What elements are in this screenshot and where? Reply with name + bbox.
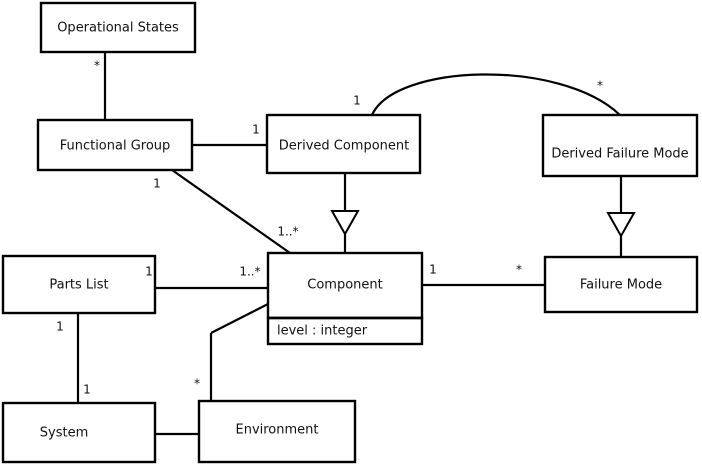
class-derived-component[interactable]: Derived Component (265, 113, 422, 175)
class-name-component: Component (307, 278, 382, 293)
multiplicity-parts-list-system-source: 1 (56, 320, 64, 334)
class-operational-states[interactable]: Operational States (39, 1, 197, 54)
class-name-derived-component: Derived Component (279, 139, 410, 154)
association-environment-component[interactable] (209, 302, 271, 401)
class-parts-list[interactable]: Parts List (1, 254, 157, 315)
generalization-derived-failure-mode-failure-mode[interactable] (606, 176, 636, 257)
class-name-operational-states: Operational States (57, 21, 179, 36)
multiplicity-operational-states-end: * (94, 59, 100, 73)
multiplicity-parts-list-system-target: 1 (83, 383, 91, 397)
class-name-derived-failure-mode: Derived Failure Mode (551, 147, 688, 162)
multiplicity-functional-group-component-target: 1..* (277, 225, 298, 239)
class-name-functional-group: Functional Group (60, 139, 171, 154)
class-system[interactable]: System (1, 401, 157, 464)
association-functional-group-component[interactable] (171, 169, 291, 254)
association-derived-component-derived-failure-mode[interactable] (370, 73, 621, 116)
class-name-parts-list: Parts List (49, 278, 108, 293)
class-name-failure-mode: Failure Mode (580, 278, 662, 293)
class-functional-group[interactable]: Functional Group (36, 118, 194, 172)
class-derived-failure-mode[interactable]: Derived Failure Mode (541, 113, 699, 178)
generalization-derived-component-component[interactable] (330, 173, 360, 253)
multiplicity-environment-component-end: * (194, 377, 200, 391)
multiplicity-layer: * 1 1 1..* 1 * 1 1..* 1 * 1 1 * (56, 59, 603, 397)
multiplicity-arc-derived-failure-mode-end: * (597, 79, 603, 93)
class-name-system: System (40, 426, 88, 441)
class-component[interactable]: Component level : integer (266, 251, 424, 346)
multiplicity-parts-list-end: 1 (145, 265, 153, 279)
multiplicity-component-failure-mode-source: 1 (429, 263, 437, 277)
class-environment[interactable]: Environment (197, 399, 357, 464)
relationship-layer (76, 52, 636, 436)
class-name-environment: Environment (235, 423, 318, 438)
multiplicity-parts-list-component-end: 1..* (239, 265, 260, 279)
component-attribute-level: level : integer (277, 324, 368, 339)
multiplicity-component-failure-mode-target: * (516, 263, 522, 277)
class-failure-mode[interactable]: Failure Mode (543, 255, 699, 314)
multiplicity-functional-group-component-source: 1 (153, 177, 161, 191)
multiplicity-arc-derived-component-end: 1 (353, 94, 361, 108)
multiplicity-derived-component-end: 1 (252, 123, 260, 137)
